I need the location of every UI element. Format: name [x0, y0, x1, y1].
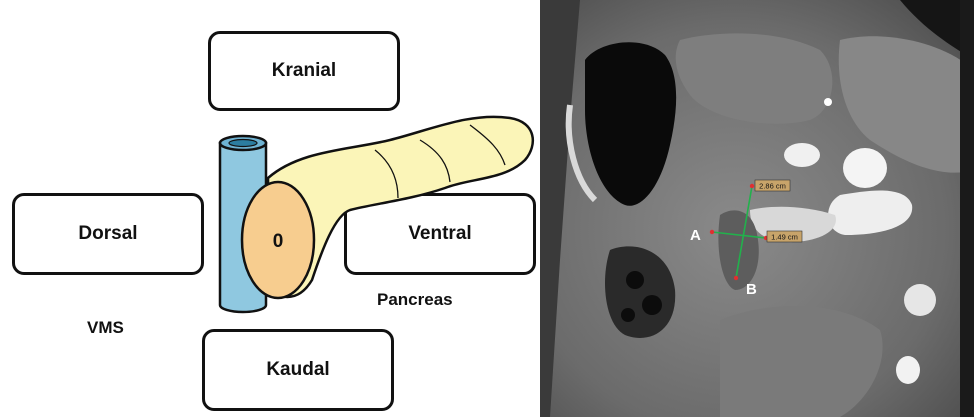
pancreas-icon	[242, 117, 533, 298]
short-axis-start-marker	[710, 230, 714, 234]
ct-scan-image: 2.86 cm 1.49 cm A B	[540, 0, 974, 417]
lumen-marker: 0	[273, 231, 284, 252]
long-axis-value: 2.86 cm	[759, 182, 786, 191]
orientation-diagram: Kranial Dorsal Ventral Kaudal VMS Pancre…	[0, 0, 540, 417]
long-axis-start-marker	[750, 184, 754, 188]
anatomy-drawing: 0	[0, 0, 540, 417]
long-axis-end-marker	[734, 276, 738, 280]
short-axis-value: 1.49 cm	[771, 233, 798, 242]
point-b-label: B	[746, 281, 757, 298]
point-a-label: A	[690, 227, 701, 244]
